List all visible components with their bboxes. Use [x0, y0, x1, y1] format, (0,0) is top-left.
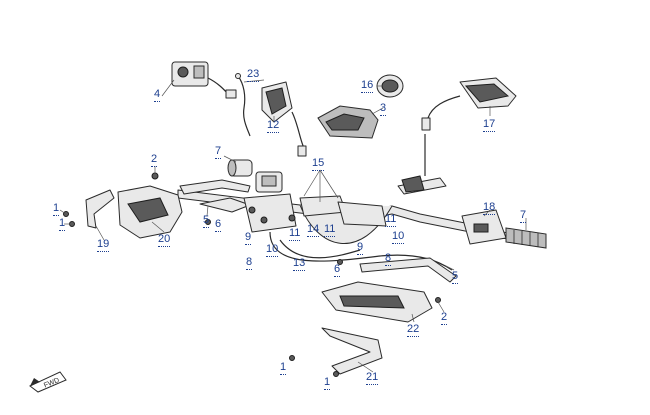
callout-15: 15 [312, 157, 325, 171]
callout-9-left: 9 [245, 231, 252, 245]
left-handguard [85, 189, 115, 229]
callout-9-right: 9 [357, 241, 364, 255]
callout-12: 12 [267, 119, 280, 133]
callout-5-right: 5 [452, 270, 459, 284]
callout-17: 17 [483, 118, 496, 132]
leader-lines [59, 79, 527, 373]
right-mirror [421, 77, 517, 131]
right-grip [505, 227, 547, 249]
left-mirror [261, 81, 307, 157]
left-switch-housing [227, 159, 253, 177]
callout-14: 14 [307, 223, 320, 237]
right-lever [397, 134, 447, 195]
callout-5-left: 5 [203, 214, 210, 228]
callout-10-right: 10 [392, 230, 405, 244]
right-handguard-arm [359, 257, 457, 283]
callout-11-b: 11 [324, 223, 336, 237]
instrument-cover [317, 105, 379, 139]
callout-7-right: 7 [520, 209, 527, 223]
callout-6-left: 6 [215, 218, 222, 232]
center-clamp-assembly [243, 171, 387, 233]
left-handguard-bracket [117, 185, 183, 239]
callout-7-left: 7 [215, 145, 222, 159]
ignition-switch [171, 61, 237, 99]
callout-20: 20 [158, 233, 171, 247]
callout-4: 4 [154, 88, 161, 102]
callout-1-left-top: 1 [53, 202, 60, 216]
callout-2-lower: 2 [441, 311, 448, 325]
callout-23: 23 [247, 68, 260, 82]
callout-22: 22 [407, 323, 420, 337]
callout-1-left-bottom: 1 [59, 217, 66, 231]
callout-11-a: 11 [289, 227, 301, 241]
callout-2-upper: 2 [151, 153, 158, 167]
forward-direction-icon: FWD [29, 371, 67, 393]
callout-19: 19 [97, 238, 110, 252]
callout-11-c: 11 [385, 213, 397, 227]
callout-1-right-top: 1 [280, 361, 287, 375]
callout-16: 16 [361, 79, 374, 93]
right-handguard [321, 327, 383, 375]
callout-8-left: 8 [246, 256, 253, 270]
callout-10-left: 10 [266, 243, 279, 257]
callout-13: 13 [293, 257, 306, 271]
callout-6-right: 6 [334, 263, 341, 277]
callout-18: 18 [483, 201, 496, 215]
right-handguard-bracket [321, 281, 433, 323]
callout-21: 21 [366, 371, 379, 385]
right-switch-housing [461, 209, 507, 245]
choke-cable [235, 73, 251, 137]
callout-3: 3 [380, 102, 387, 116]
callout-8-right: 8 [385, 252, 392, 266]
callout-1-right-bottom: 1 [324, 376, 331, 390]
